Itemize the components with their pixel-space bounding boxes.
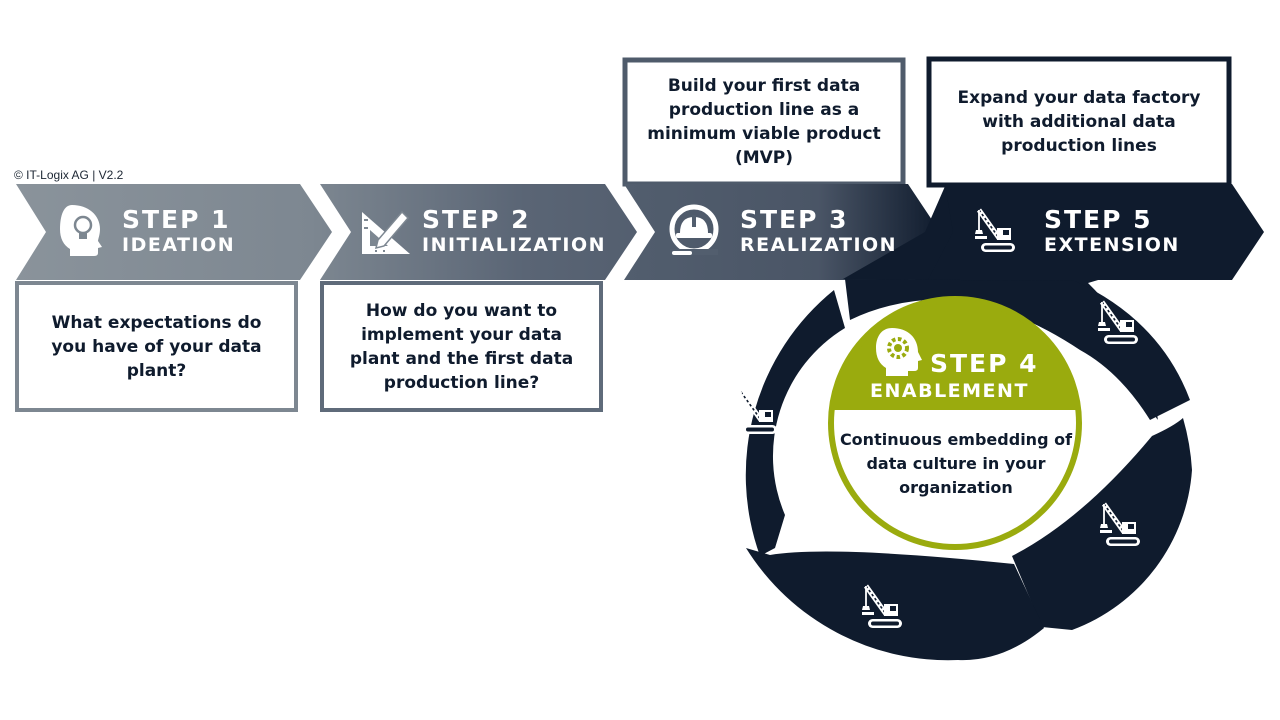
step2-name: INITIALIZATION [422, 234, 607, 256]
step2-question: How do you want to implement your data p… [349, 300, 574, 393]
step5-chevron [928, 184, 1264, 280]
step5-number: STEP 5 [1044, 205, 1153, 234]
step2-title: STEP 2 INITIALIZATION [422, 206, 606, 257]
ruler-pencil-icon [362, 210, 410, 254]
cycle-segment-top [845, 279, 1190, 420]
step3-name: REALIZATION [740, 234, 898, 256]
step5-name: EXTENSION [1044, 234, 1180, 256]
step4-name: ENABLEMENT [870, 380, 1029, 402]
step2-number: STEP 2 [422, 205, 531, 234]
step4-question: Continuous embedding of data culture in … [839, 430, 1073, 497]
step4-ring [828, 296, 1082, 550]
hard-hat-icon [669, 204, 719, 255]
step5-title: STEP 5 EXTENSION [1044, 206, 1180, 257]
step2-chevron [320, 184, 637, 280]
step3-question: Build your first data production line as… [647, 76, 881, 168]
step5-question-box: Expand your data factory with additional… [934, 64, 1224, 180]
step1-question-box: What expectations do you have of your da… [15, 281, 298, 412]
step2-question-box: How do you want to implement your data p… [320, 281, 603, 412]
step1-number: STEP 1 [122, 205, 231, 234]
copyright-notice: © IT-Logix AG | V2.2 [14, 168, 124, 182]
step5-question: Expand your data factory with additional… [957, 88, 1201, 156]
step5-box-frame [926, 56, 1232, 188]
step1-name: IDEATION [122, 234, 236, 256]
step4-header [831, 297, 1079, 410]
cycle-segment-left [745, 290, 845, 556]
step1-chevron [16, 184, 332, 280]
lightbulb-head-icon [60, 205, 102, 256]
step3-number: STEP 3 [740, 205, 849, 234]
step4-title: STEP 4 [930, 350, 1039, 377]
step4-name-wrap: ENABLEMENT [870, 379, 1029, 403]
gear-head-icon [876, 328, 922, 376]
step1-question: What expectations do you have of your da… [51, 312, 262, 381]
step3-title: STEP 3 REALIZATION [740, 206, 897, 257]
step1-title: STEP 1 IDEATION [122, 206, 235, 257]
step4-number: STEP 4 [930, 349, 1039, 378]
step3-question-box: Build your first data production line as… [630, 65, 898, 179]
